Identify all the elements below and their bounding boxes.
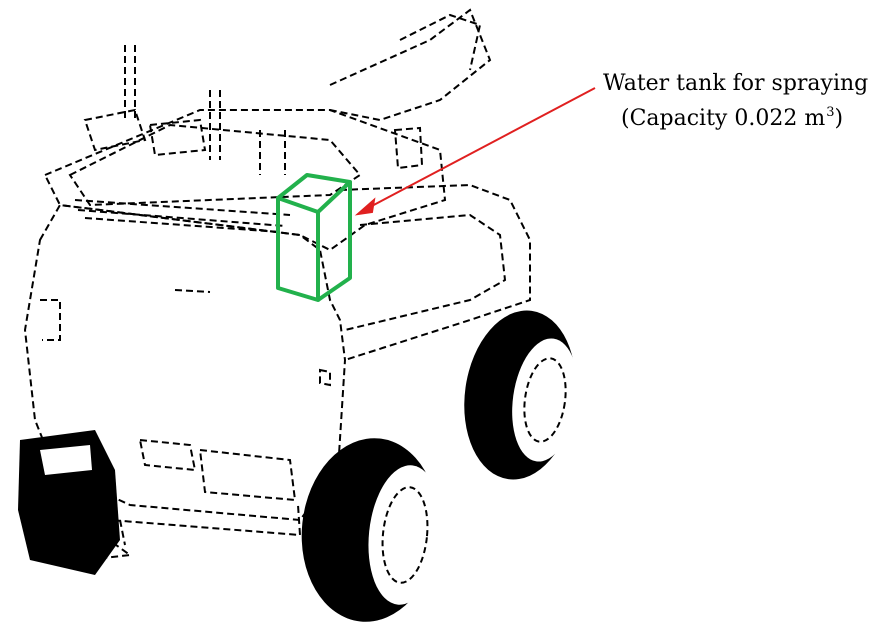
water-tank-highlight bbox=[276, 173, 352, 302]
wheel-front-right bbox=[301, 438, 442, 622]
annotation-arrow bbox=[354, 87, 596, 216]
water-tank-label: Water tank for spraying bbox=[603, 71, 869, 96]
capacity-unit-superscript: 3 bbox=[826, 105, 835, 120]
robot-body bbox=[23, 8, 531, 562]
wheel-rear-right bbox=[464, 310, 578, 480]
capacity-label: (Capacity 0.022 m3) bbox=[621, 105, 843, 136]
capacity-text: (Capacity 0.022 m bbox=[621, 106, 826, 131]
capacity-close-paren: ) bbox=[834, 106, 844, 131]
wheel-front-left bbox=[18, 430, 120, 575]
wheels bbox=[18, 310, 578, 622]
